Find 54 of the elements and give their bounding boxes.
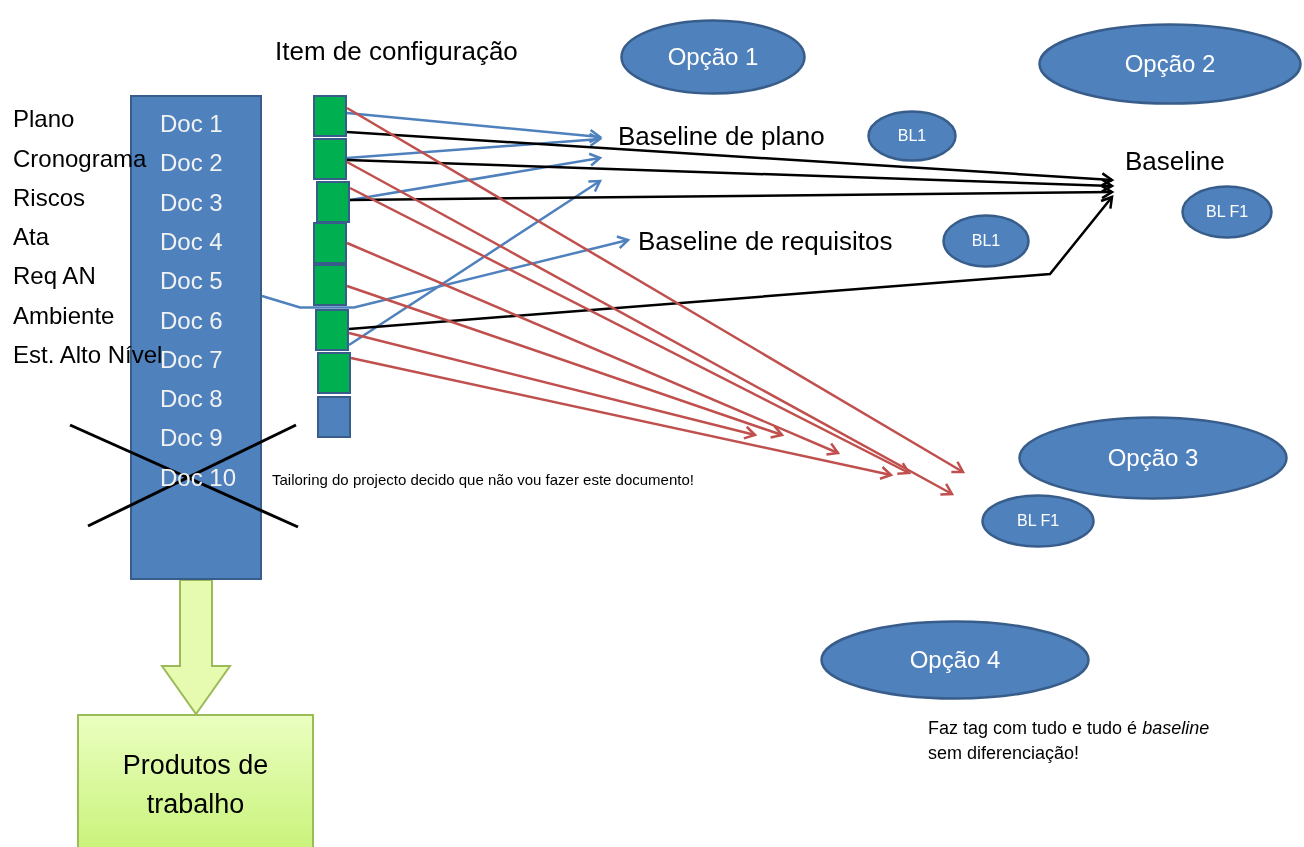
document-label: Doc 1	[160, 112, 223, 136]
document-type-label: Riscos	[13, 186, 85, 210]
document-label: Doc 9	[160, 426, 223, 451]
arrow	[346, 160, 954, 496]
arrow	[346, 158, 1114, 193]
arrow	[346, 241, 840, 456]
document-type-label: Ambiente	[13, 304, 115, 328]
process-box: Produtos de trabalho	[77, 714, 314, 847]
option-ellipse: Opção 2	[1038, 23, 1302, 105]
baseline-label: Baseline de requisitos	[628, 228, 893, 254]
item-square	[313, 264, 347, 306]
arrow	[348, 195, 1114, 331]
item-square	[317, 396, 351, 438]
option-ellipse: Opção 3	[1018, 416, 1288, 500]
note-text: Tailoring do projecto decido que não vou fazer este documento!	[272, 472, 694, 487]
arrow	[346, 284, 784, 439]
arrow	[346, 132, 602, 160]
note-text: Faz tag com tudo e tudo é baseline sem diferenciação!	[928, 717, 1211, 766]
document-label: Doc 2	[160, 151, 223, 176]
option-ellipse: Opção 1	[620, 19, 806, 95]
document-label: Doc 7	[160, 347, 223, 372]
document-label: Doc 8	[160, 387, 223, 412]
block-arrow	[160, 579, 232, 716]
baseline-label: Baseline de plano	[600, 123, 825, 149]
document-label: Doc 3	[160, 190, 223, 215]
heading-label: Item de configuração	[275, 38, 518, 64]
document-label: Doc 4	[160, 229, 223, 254]
item-square	[313, 95, 347, 137]
arrow	[348, 331, 757, 440]
baseline-label: Baseline	[1112, 148, 1225, 174]
arrow	[346, 130, 1114, 187]
arrow	[350, 356, 893, 480]
document-type-label: Plano	[13, 107, 75, 131]
document-label: Doc 6	[160, 308, 223, 333]
arrow	[346, 106, 965, 474]
item-square	[316, 181, 350, 223]
arrow	[349, 186, 911, 476]
option-ellipse: BL F1	[981, 494, 1095, 548]
option-ellipse: BL F1	[1181, 185, 1273, 239]
arrow	[346, 111, 602, 144]
arrow	[261, 235, 630, 309]
option-ellipse: BL1	[942, 214, 1030, 268]
item-square	[313, 138, 347, 180]
arrow	[348, 179, 602, 347]
document-label: Doc 5	[160, 269, 223, 294]
item-square	[317, 352, 351, 394]
document-type-label: Req AN	[13, 264, 96, 288]
option-ellipse: Opção 4	[820, 620, 1090, 700]
option-ellipse: BL1	[867, 110, 957, 162]
item-square	[313, 222, 347, 264]
arrow	[350, 184, 1114, 202]
arrow	[349, 152, 602, 202]
document-type-label: Ata	[13, 225, 50, 249]
item-square	[315, 309, 349, 351]
